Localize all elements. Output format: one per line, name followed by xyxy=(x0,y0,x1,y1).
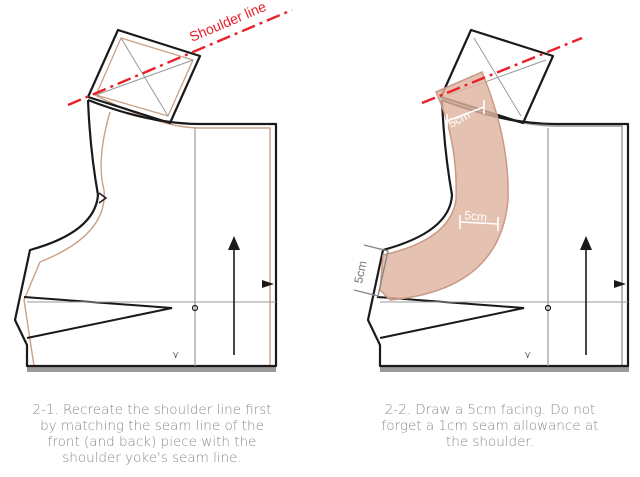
shoulder-line xyxy=(67,8,293,107)
grainline-arrow-icon xyxy=(580,236,592,355)
notch-icon xyxy=(262,280,274,288)
guide-point xyxy=(544,304,552,312)
caption-line: forget a 1cm seam allowance at xyxy=(381,418,599,434)
caption-line: 2-1. Recreate the shoulder line first xyxy=(32,402,272,418)
bodice-outline xyxy=(13,98,278,368)
panel-left: ⋎ Shoulder line xyxy=(13,0,293,372)
facing-band xyxy=(379,71,509,301)
facing-measure-marks xyxy=(446,100,499,231)
caption-line: shoulder yoke's seam line. xyxy=(62,450,242,466)
base-bar xyxy=(380,365,629,372)
caption-line: front (and back) piece with the xyxy=(47,434,257,450)
shoulder-yoke-diagonals xyxy=(95,37,194,117)
facing-allowance-bracket xyxy=(353,244,389,297)
caption-left: 2-1. Recreate the shoulder line first by… xyxy=(2,402,302,466)
fold-mark-icon: ⋎ xyxy=(172,350,179,361)
dart-lines xyxy=(376,296,525,339)
shoulder-yoke-outline xyxy=(86,28,202,125)
notch-icon xyxy=(614,280,626,288)
base-bar xyxy=(27,365,276,372)
grainline-arrow-icon xyxy=(228,236,240,355)
guide-point xyxy=(191,304,199,312)
shoulder-line xyxy=(421,36,583,105)
notch-icon xyxy=(98,192,108,204)
caption-right: 2-2. Draw a 5cm facing. Do not forget a … xyxy=(340,402,640,450)
panel-right: ⋎ 5cm 5cm 5cm xyxy=(351,28,630,372)
facing-label-side: 5cm xyxy=(351,260,369,285)
facing-label-middle: 5cm xyxy=(464,208,488,224)
caption-line: the shoulder. xyxy=(445,434,535,450)
caption-line: by matching the seam line of the xyxy=(40,418,264,434)
dart-lines xyxy=(23,296,173,339)
fold-mark-icon: ⋎ xyxy=(524,350,531,361)
caption-line: 2-2. Draw a 5cm facing. Do not xyxy=(384,402,596,418)
seam-line xyxy=(23,94,271,367)
